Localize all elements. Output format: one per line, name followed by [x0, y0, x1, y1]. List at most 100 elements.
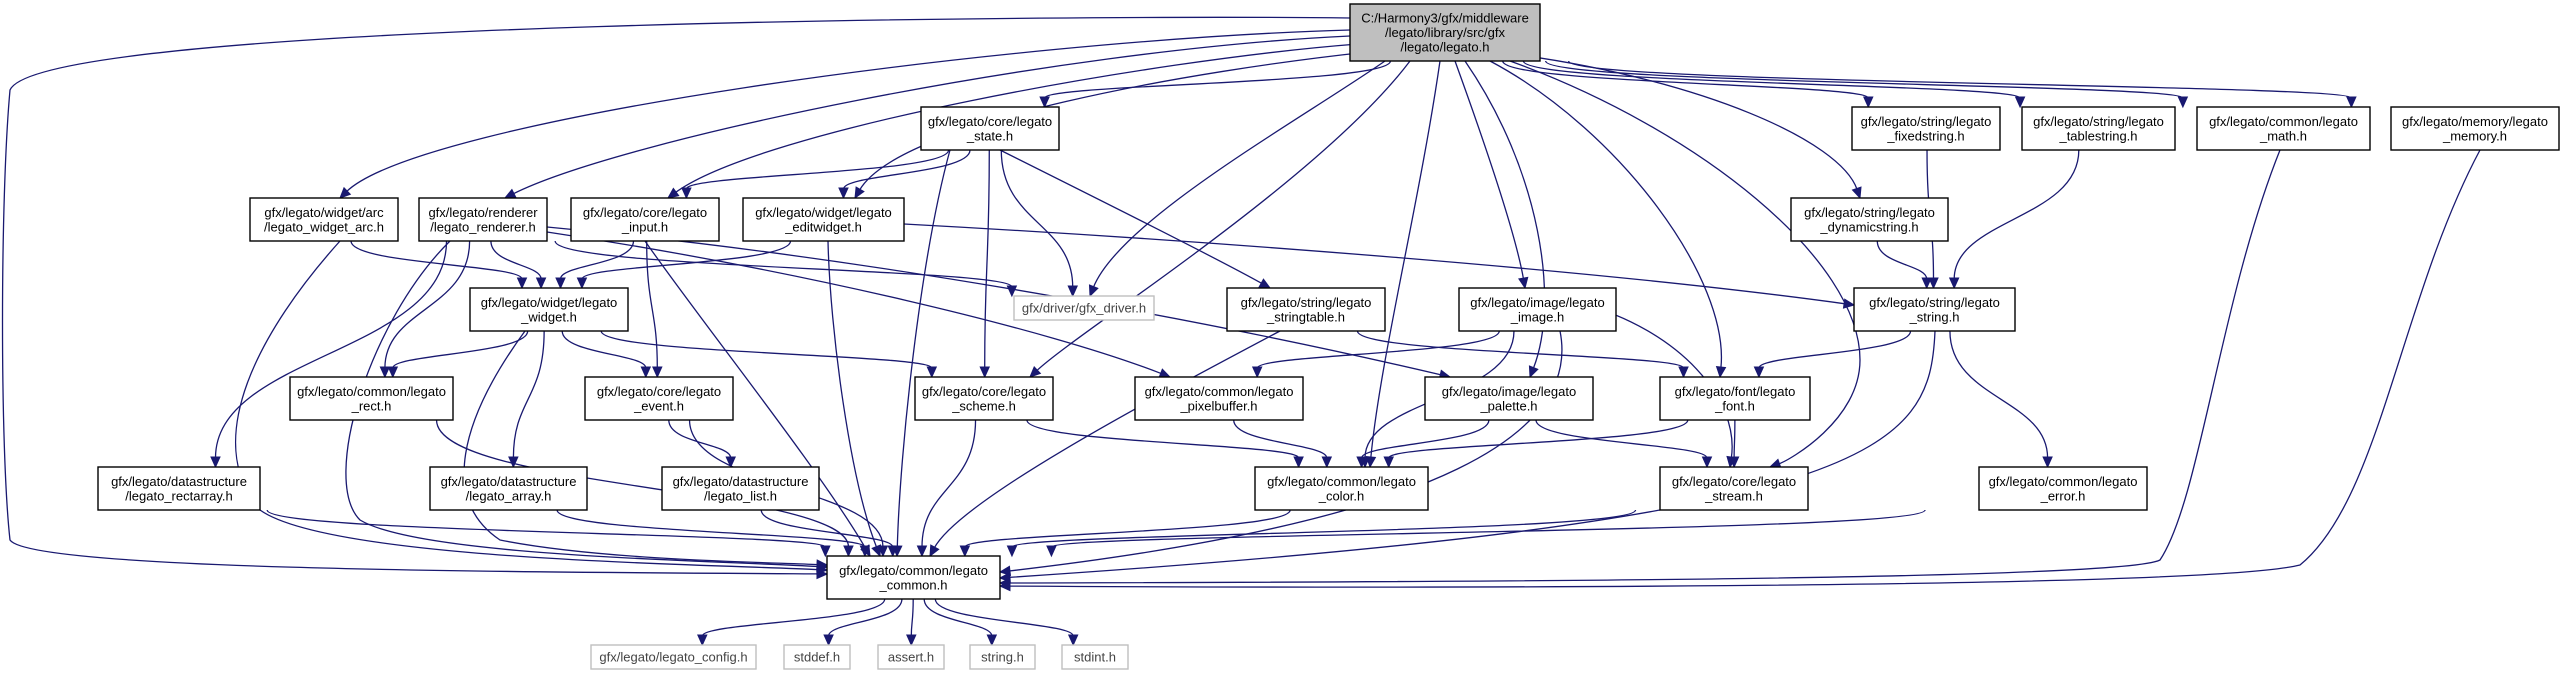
edge-line — [674, 43, 1359, 194]
edge-arrowhead — [2014, 96, 2026, 109]
edge-root-to-tablestring — [1522, 60, 2026, 109]
node-label-line: gfx/legato/renderer — [428, 205, 538, 220]
edge-arrowhead — [1251, 366, 1263, 379]
node-box — [2021, 106, 2176, 151]
node-label-line: /legato_array.h — [466, 488, 552, 503]
edge-root-to-scheme — [1029, 60, 1411, 378]
edge-editwidget-to-string — [903, 223, 1856, 309]
edge-scheme-to-common — [916, 419, 977, 558]
node-label-line: gfx/legato/string/legato — [1804, 205, 1935, 220]
edge-dynamicstring-to-string — [1876, 240, 1932, 290]
edge-line — [964, 509, 1291, 548]
node-color[interactable]: gfx/legato/common/legato_color.h — [1254, 466, 1429, 511]
edge-line — [1544, 60, 2184, 99]
edge-widget-to-common — [463, 330, 829, 570]
node-label-line: gfx/legato/datastructure — [673, 474, 809, 489]
edge-root-to-editwidget — [854, 51, 1369, 200]
edge-rectarray-to-common — [266, 509, 831, 558]
edge-arrowhead — [1088, 284, 1099, 298]
edge-line — [1502, 60, 1869, 99]
node-scheme[interactable]: gfx/legato/core/legato_scheme.h — [914, 376, 1054, 421]
node-stdint: stdint.h — [1061, 644, 1129, 670]
node-label-line: gfx/legato/common/legato — [1267, 474, 1416, 489]
node-root[interactable]: C:/Harmony3/gfx/middleware/legato/librar… — [1349, 3, 1541, 62]
node-box — [2196, 106, 2371, 151]
node-fixedstring[interactable]: gfx/legato/string/legato_fixedstring.h — [1851, 106, 2001, 151]
node-palette[interactable]: gfx/legato/image/legato_palette.h — [1424, 376, 1594, 421]
edge-common-to-stddef — [823, 598, 903, 647]
edge-pixelbuffer-to-color — [1233, 419, 1333, 469]
node-dynamicstring[interactable]: gfx/legato/string/legato_dynamicstring.h — [1790, 197, 1949, 242]
edge-line — [512, 330, 545, 459]
edge-arrowhead — [1158, 368, 1172, 379]
edge-line — [554, 240, 1013, 288]
node-memory[interactable]: gfx/legato/memory/legato_memory.h — [2390, 106, 2560, 151]
node-rect[interactable]: gfx/legato/common/legato_rect.h — [289, 376, 454, 421]
edge-line — [896, 149, 951, 548]
node-box — [97, 466, 261, 511]
edge-arrowhead — [843, 545, 854, 558]
node-box — [590, 644, 757, 670]
node-rectarray[interactable]: gfx/legato/datastructure/legato_rectarra… — [97, 466, 261, 511]
node-input[interactable]: gfx/legato/core/legato_input.h — [570, 197, 720, 242]
node-stringtable[interactable]: gfx/legato/string/legato_stringtable.h — [1226, 287, 1386, 332]
node-event[interactable]: gfx/legato/core/legato_event.h — [584, 376, 734, 421]
node-tablestring[interactable]: gfx/legato/string/legato_tablestring.h — [2021, 106, 2176, 151]
edge-tablestring-to-string — [1948, 149, 2080, 290]
node-stream[interactable]: gfx/legato/core/legato_stream.h — [1659, 466, 1809, 511]
node-pixelbuffer[interactable]: gfx/legato/common/legato_pixelbuffer.h — [1134, 376, 1304, 421]
node-arc[interactable]: gfx/legato/widget/arc/legato_widget_arc.… — [249, 197, 399, 242]
node-image[interactable]: gfx/legato/image/legato_image.h — [1458, 287, 1617, 332]
node-label-line: gfx/legato/datastructure — [441, 474, 577, 489]
edge-arrowhead — [1921, 277, 1932, 290]
node-box — [1134, 376, 1304, 421]
node-math[interactable]: gfx/legato/common/legato_math.h — [2196, 106, 2371, 151]
node-label-line: _math.h — [2259, 128, 2307, 143]
node-common[interactable]: gfx/legato/common/legato_common.h — [826, 555, 1001, 600]
edge-image-to-common — [998, 330, 1563, 577]
edge-line — [463, 330, 819, 566]
node-label-line: _state.h — [966, 128, 1013, 143]
node-array[interactable]: gfx/legato/datastructure/legato_array.h — [429, 466, 588, 511]
edge-state-to-gfx-driver — [1000, 149, 1078, 298]
edge-state-to-input — [681, 149, 950, 200]
node-label-line: gfx/legato/legato_config.h — [599, 650, 747, 665]
edge-arrowhead — [959, 545, 971, 558]
edge-line — [858, 51, 1369, 191]
edge-common-to-string-h — [923, 598, 998, 647]
node-label-line: /legato_renderer.h — [430, 219, 536, 234]
node-box — [1061, 644, 1129, 670]
node-label-line: _widget.h — [520, 309, 577, 324]
node-widget[interactable]: gfx/legato/widget/legato_widget.h — [469, 287, 629, 332]
node-label-line: assert.h — [888, 650, 934, 665]
edge-line — [1256, 330, 1500, 369]
edge-state-to-scheme — [979, 149, 990, 379]
edge-state-to-stringtable — [999, 149, 1272, 289]
edge-root-to-font — [1489, 60, 1727, 379]
node-label-line: /legato_widget_arc.h — [264, 219, 384, 234]
edge-arrowhead — [820, 545, 831, 558]
node-label-line: gfx/legato/font/legato — [1675, 384, 1796, 399]
edge-arrowhead — [516, 277, 528, 290]
node-editwidget[interactable]: gfx/legato/widget/legato_editwidget.h — [742, 197, 905, 242]
edge-line — [559, 240, 635, 280]
edge-arrowhead — [859, 545, 871, 558]
node-font[interactable]: gfx/legato/font/legato_font.h — [1659, 376, 1811, 421]
edge-root-to-fixedstring — [1502, 60, 1874, 109]
node-label-line: gfx/legato/core/legato — [928, 114, 1052, 129]
edge-font-to-color — [1383, 419, 1689, 469]
edge-line — [1370, 60, 1441, 459]
node-error[interactable]: gfx/legato/common/legato_error.h — [1978, 466, 2148, 511]
edge-arrowhead — [887, 545, 899, 558]
node-renderer[interactable]: gfx/legato/renderer/legato_renderer.h — [418, 197, 548, 242]
edge-line — [668, 419, 732, 459]
node-label-line: gfx/legato/widget/arc — [264, 205, 384, 220]
node-list[interactable]: gfx/legato/datastructure/legato_list.h — [661, 466, 820, 511]
edge-arrowhead — [535, 277, 547, 290]
node-label-line: _editwidget.h — [784, 219, 862, 234]
edge-root-to-input — [667, 43, 1359, 199]
node-state[interactable]: gfx/legato/core/legato_state.h — [920, 106, 1060, 151]
node-string[interactable]: gfx/legato/string/legato_string.h — [1853, 287, 2016, 332]
node-label-line: gfx/legato/image/legato — [1470, 295, 1604, 310]
node-label-line: _input.h — [621, 219, 668, 234]
